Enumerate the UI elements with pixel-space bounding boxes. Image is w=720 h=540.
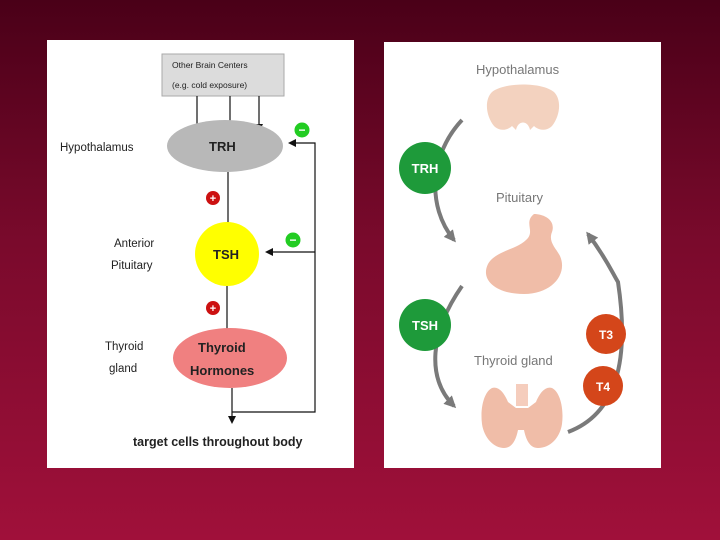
feedback-diagram: Other Brain Centers (e.g. cold exposure)… xyxy=(60,53,316,449)
feedback-cycle-arrow xyxy=(567,231,625,434)
trh-badge-label: TRH xyxy=(412,161,439,176)
pituitary-title: Pituitary xyxy=(496,190,543,205)
stimulate-icon xyxy=(206,191,220,205)
stimulate-icon xyxy=(206,301,220,315)
hypothalamus-title: Hypothalamus xyxy=(476,62,560,77)
hypothalamus-organ xyxy=(486,84,560,130)
anterior-label: Anterior xyxy=(114,238,154,250)
tsh-cycle-arrow xyxy=(433,284,464,409)
cold-exposure-label: (e.g. cold exposure) xyxy=(172,80,247,90)
minus-sign: − xyxy=(289,233,296,247)
hypothalamus-label: Hypothalamus xyxy=(60,142,134,154)
plus-sign: + xyxy=(210,193,216,205)
tsh-label: TSH xyxy=(213,247,239,262)
target-cells-label: target cells throughout body xyxy=(133,435,302,449)
feedback-line-hypothalamus xyxy=(232,139,316,413)
thyroid-gland-title: Thyroid gland xyxy=(474,353,553,368)
tsh-circle xyxy=(195,222,259,286)
tsh-circle xyxy=(399,299,451,351)
gland-label: gland xyxy=(109,363,137,375)
t4-circle xyxy=(583,366,623,406)
trh-label: TRH xyxy=(209,139,236,154)
minus-sign: − xyxy=(298,123,305,137)
inhibit-icon xyxy=(285,232,301,248)
trachea xyxy=(516,384,528,406)
thyroid-organ xyxy=(481,387,563,448)
hormones-label-line1: Thyroid xyxy=(198,340,246,355)
inhibit-icon xyxy=(294,122,310,138)
trh-ellipse xyxy=(167,120,283,172)
t3-circle xyxy=(586,314,626,354)
thyroid-label: Thyroid xyxy=(105,341,143,353)
other-brain-centers-box xyxy=(161,53,285,97)
hormones-label-line2: Hormones xyxy=(190,363,254,378)
t3-label: T3 xyxy=(599,328,613,342)
feedback-diagram-panel: Other Brain Centers (e.g. cold exposure)… xyxy=(47,40,354,468)
plus-sign: + xyxy=(210,303,216,315)
trh-circle xyxy=(399,142,451,194)
pituitary-organ xyxy=(485,214,563,294)
thyroid-hormones-ellipse xyxy=(173,328,287,388)
hpt-axis-diagram: Hypothalamus Pituitary Thyroid gland TRH… xyxy=(399,62,626,448)
other-brain-centers-label: Other Brain Centers xyxy=(172,60,248,70)
hpt-axis-panel: Hypothalamus Pituitary Thyroid gland TRH… xyxy=(384,42,661,468)
tsh-badge-label: TSH xyxy=(412,318,438,333)
pituitary-label: Pituitary xyxy=(111,260,153,272)
t4-label: T4 xyxy=(596,380,610,394)
